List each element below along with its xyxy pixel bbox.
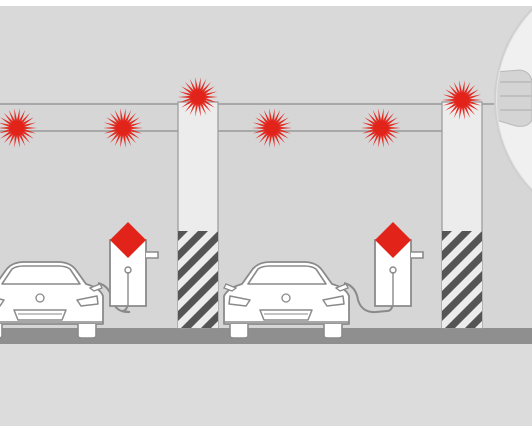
ceiling [0,6,532,102]
lower-area [0,344,532,426]
